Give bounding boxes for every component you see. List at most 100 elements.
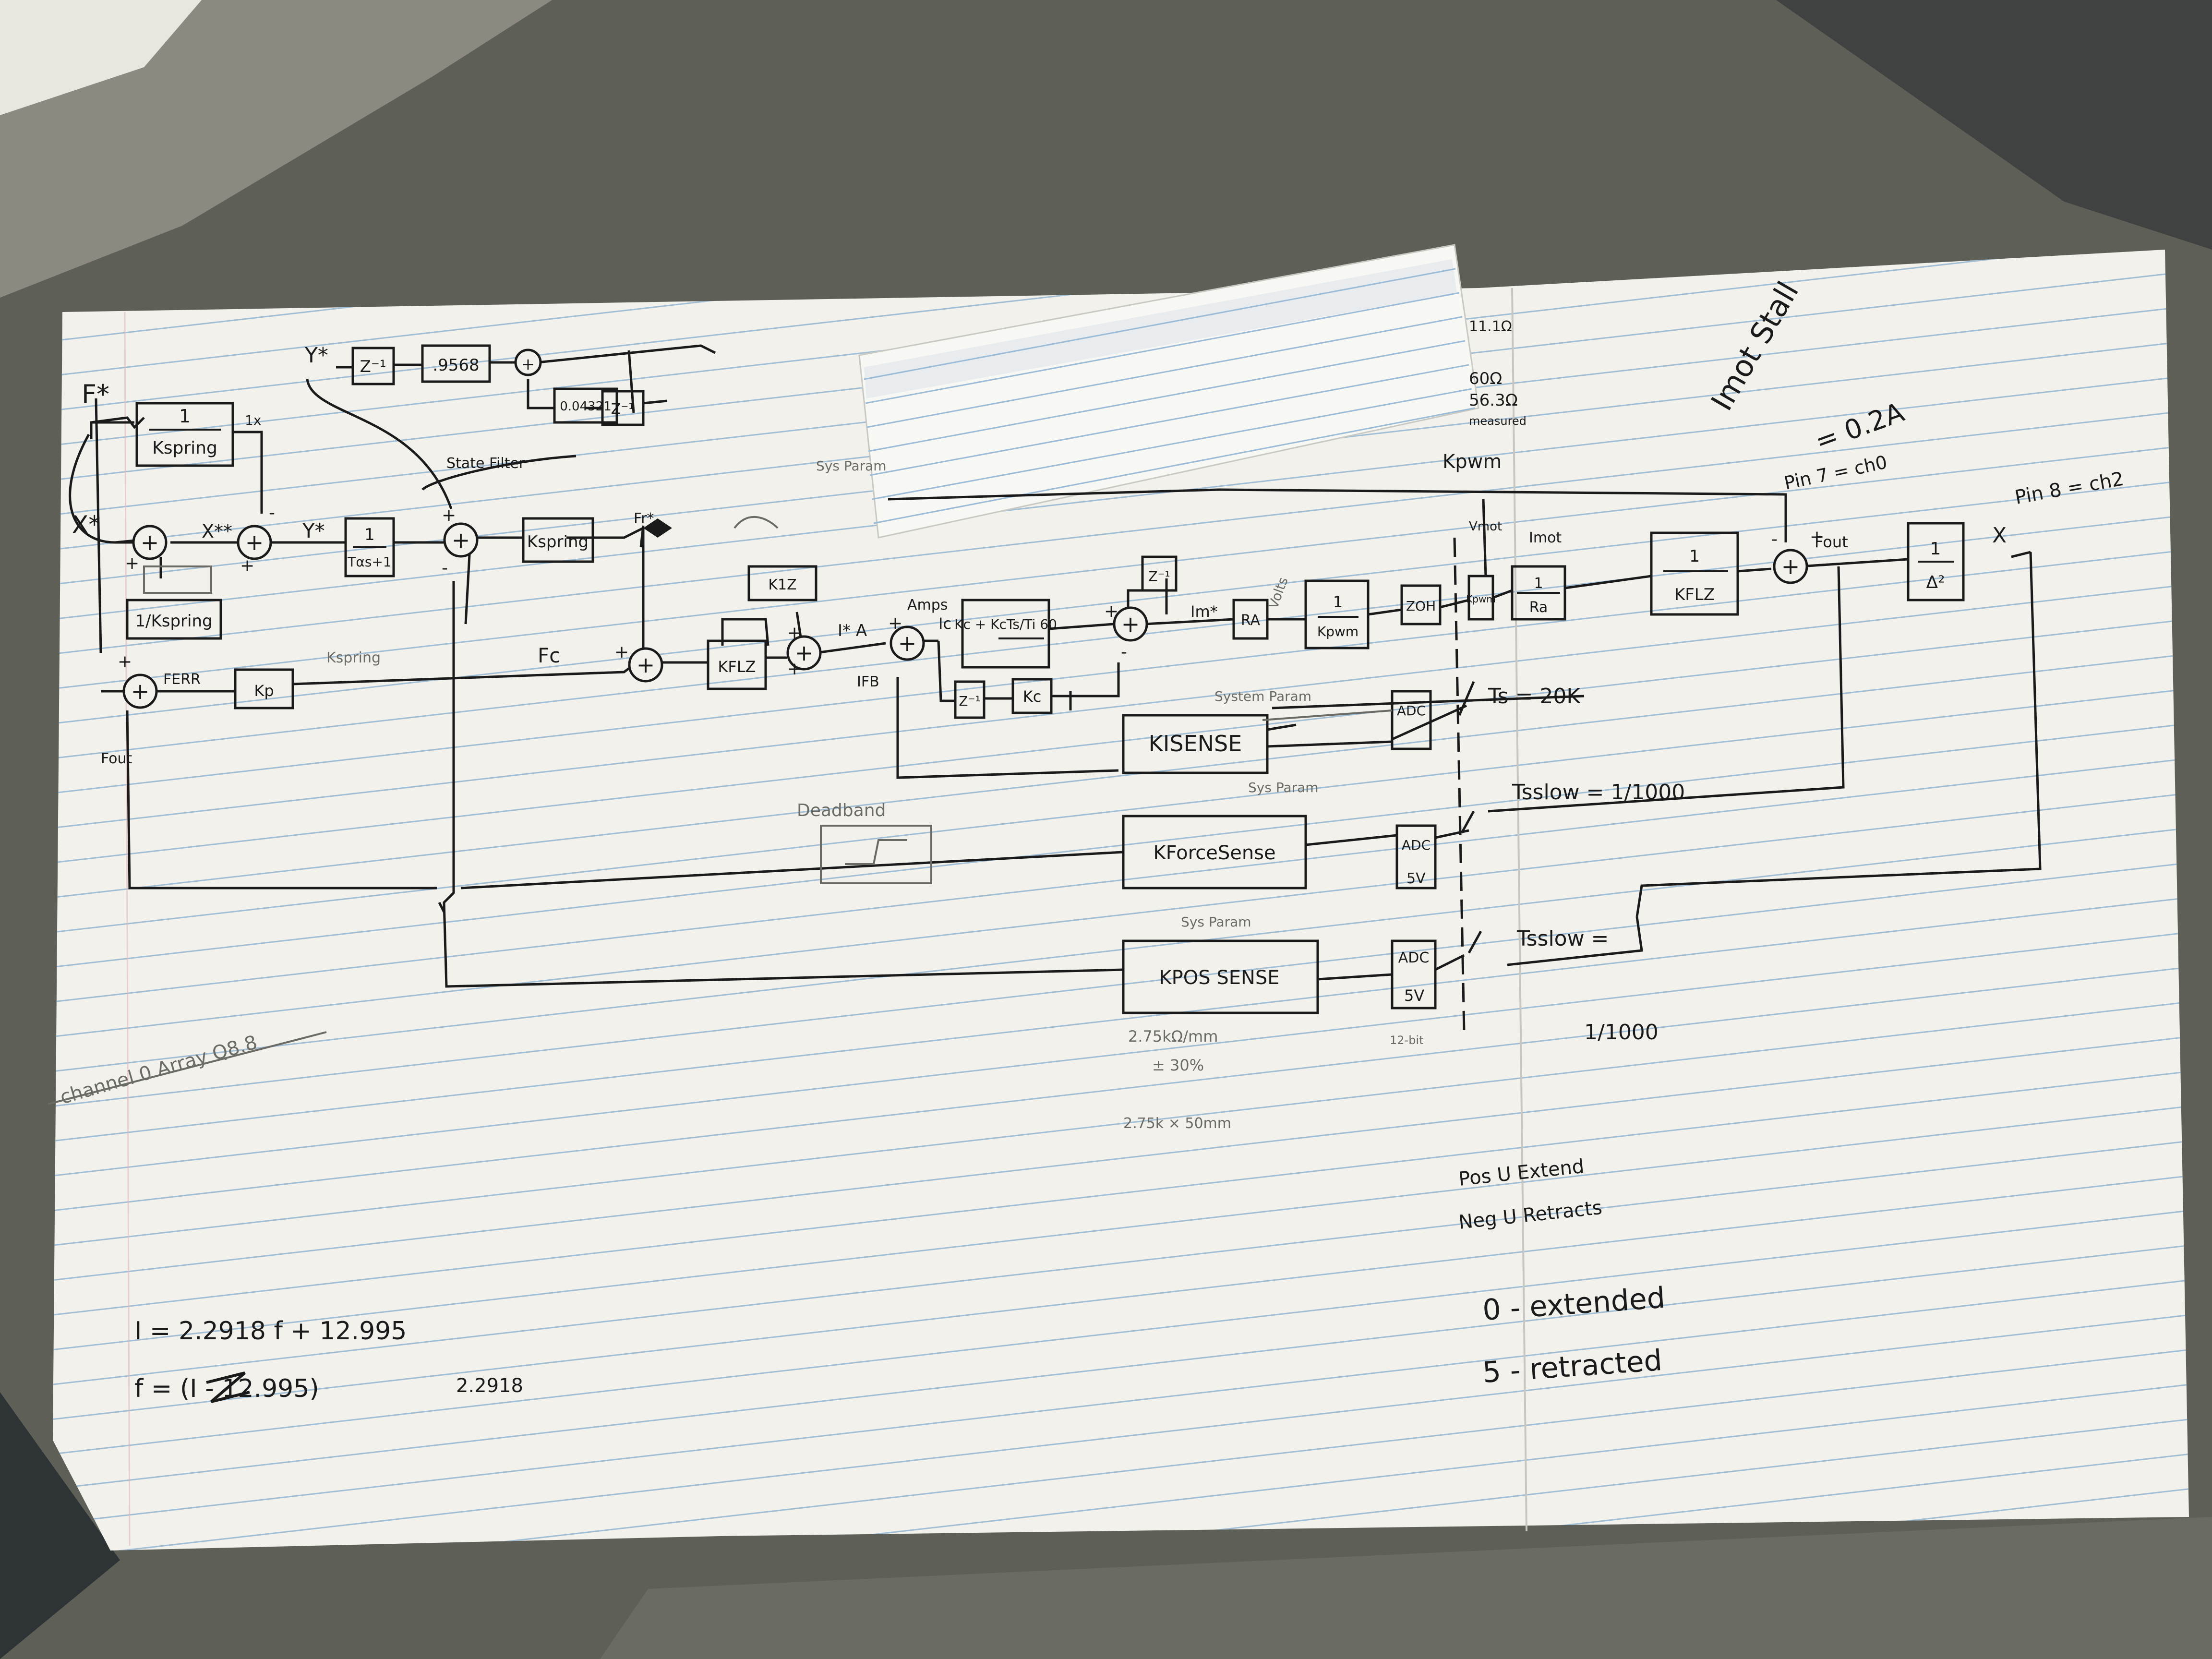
sum-junction-ferr [122,673,158,709]
svg-text:+: + [240,556,254,576]
block-kflz [707,639,767,690]
block-adc2 [1395,824,1437,890]
block-z-inv-top2 [601,390,645,426]
label-z-inv-top2: Z⁻¹ [611,401,634,418]
block-z-inv-mid [1141,555,1178,592]
label-vmot: Vmot [1469,519,1502,534]
note-eq-f-div: 2.2918 [456,1375,523,1397]
pencil-marks [48,516,1393,1105]
block-kflz-inv [1650,531,1739,616]
note-ohms3: 56.3Ω [1469,391,1518,410]
note-kpwm-top: Kpwm [1443,451,1502,473]
svg-text:+: + [1104,601,1118,621]
label-sys-param2: System Param [1214,688,1311,704]
label-kflz-inv-num: 1 [1689,547,1700,566]
label-ic: Ic [938,614,951,633]
svg-text:+: + [614,642,629,662]
block-kc-fb [1011,678,1053,714]
label-k1z: K1Z [768,577,796,593]
folded-paper-flap [858,244,1479,539]
label-y-star: Y* [302,519,325,542]
note-pos-sense-2: ± 30% [1152,1056,1204,1074]
svg-text:+: + [637,652,655,678]
block-kspring [522,517,594,563]
label-z-inv-top: Z⁻¹ [360,357,386,376]
desk-corner [1776,0,2212,250]
label-ra-inv-den: Ra [1529,599,1548,616]
block-boxes [126,344,1965,1014]
svg-text:+: + [245,529,264,555]
label-amps: Amps [907,597,948,613]
label-ts-slow2: Tsslow = [1516,926,1609,951]
note-ohms2: 60Ω [1469,369,1502,388]
svg-text:-: - [269,503,275,523]
block-gain-04321 [553,387,618,424]
label-kc-fb: Kc [1023,687,1042,706]
svg-text:+: + [442,505,456,525]
block-gain-9568 [421,344,491,383]
label-im-star: Im* [1190,602,1218,621]
block-ki-sense [1122,714,1269,774]
label-kpwm-inv-den: Kpwm [1317,624,1358,639]
label-adc2: ADC [1402,837,1431,853]
block-tau-filter [344,517,395,577]
note-pos-sense-3: 2.75k × 50mm [1123,1115,1231,1132]
label-kspring-inv-small: 1/Kspring [135,612,212,631]
svg-text:+: + [452,527,470,553]
svg-text:+: + [1121,611,1140,637]
block-labels: 1 Kspring 1/Kspring Kp Z⁻¹ .9568 0.04321… [135,356,1945,989]
label-x-star-star: X** [202,521,232,542]
label-state-filter: State Filter [446,455,525,472]
label-fc: Fc [538,644,560,667]
label-twelve-bit: 12-bit [1390,1034,1424,1047]
svg-text:+: + [131,678,150,704]
label-plant-den: Δ² [1926,573,1945,592]
block-adc3 [1391,939,1437,1010]
dark-fabric [0,1392,120,1659]
label-adc1: ADC [1397,703,1426,719]
label-fout: Fout [1815,533,1848,551]
block-adc1 [1391,690,1432,750]
note-eq-i: I = 2.2918 f + 12.995 [134,1317,407,1346]
label-z-inv-mid: Z⁻¹ [1148,568,1170,584]
note-measured: measured [1469,414,1527,428]
label-kc: Kc + KcTs/Ti 60 [954,616,1057,632]
block-plant [1907,522,1965,601]
label-x-out: X [1992,523,2007,548]
block-kspring-inv-small [126,599,222,640]
block-kpwm-inv [1304,579,1370,649]
label-kpwm2: Kpwm [1466,593,1496,605]
label-ki-sense: KISENSE [1149,731,1242,757]
label-sys-param1: Sys Param [816,458,887,474]
label-kforce-sense: KForceSense [1153,842,1275,864]
sum-junction-ia [890,625,925,661]
svg-text:+: + [521,355,535,374]
label-f-star: F* [82,379,109,409]
label-kspring: Kspring [527,532,589,552]
svg-text:+: + [787,659,802,679]
sum-junction-fc [628,647,663,683]
svg-text:+: + [787,623,802,643]
label-kpwm-inv-num: 1 [1333,593,1343,611]
svg-text:+: + [118,652,132,672]
block-kpwm2 [1467,575,1494,621]
label-gain-04321: 0.04321 [560,399,612,414]
sign-marks: +-+ +-+ -+- +++ ++ [118,503,1824,679]
note-ohms1: 11.1Ω [1469,318,1512,335]
sum-junction-x [132,525,168,560]
sum-junction-ki [786,635,822,671]
desk-tray [0,0,552,298]
label-kpos-sense: KPOS SENSE [1159,967,1279,989]
sum-junction-im [1113,606,1148,642]
label-kspring-inv-den: Kspring [152,438,217,458]
label-kp: Kp [254,682,274,700]
notebook-paper [53,250,2189,1551]
stacked-papers [0,0,202,115]
label-ts-slow1: Tsslow = 1/1000 [1512,780,1685,805]
svg-text:+: + [1781,553,1800,579]
ink-wiring [69,344,2042,1033]
label-y-star-top: Y* [304,343,328,368]
block-ra [1232,599,1269,640]
label-plant-num: 1 [1930,539,1941,559]
